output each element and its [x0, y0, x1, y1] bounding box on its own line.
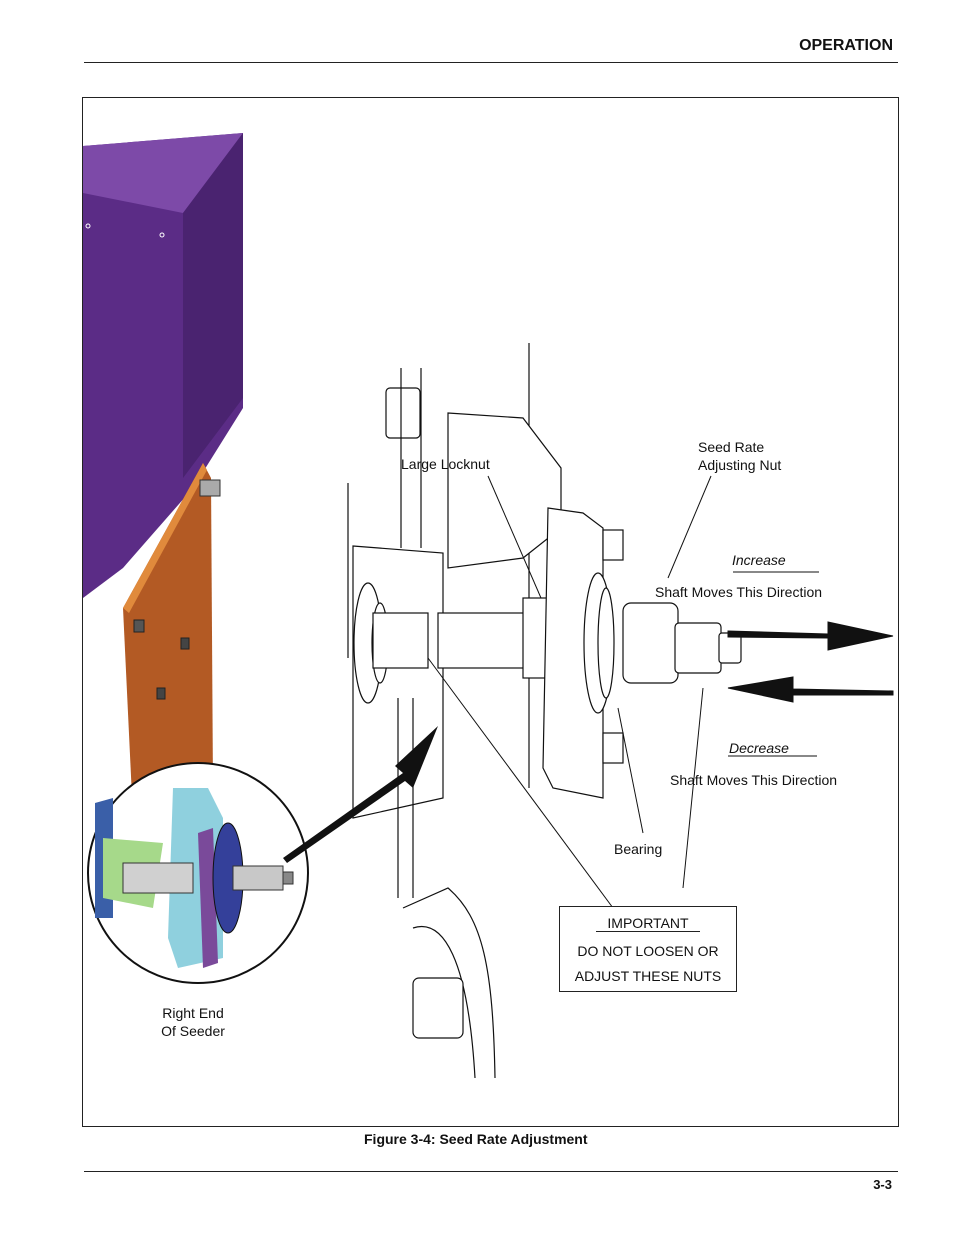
- page-number: 3-3: [873, 1177, 892, 1192]
- hopper-body: [83, 133, 243, 598]
- label-underlines: [728, 571, 819, 757]
- important-heading: IMPORTANT: [607, 915, 689, 931]
- right-end-label-line1: Right End: [162, 1005, 224, 1021]
- figure-caption: Figure 3-4: Seed Rate Adjustment: [364, 1131, 588, 1147]
- important-notice: IMPORTANT DO NOT LOOSEN OR ADJUST THESE …: [559, 906, 737, 992]
- section-title: OPERATION: [799, 37, 893, 54]
- decrease-label: Decrease: [729, 740, 789, 756]
- header-rule: [84, 62, 898, 63]
- important-line2: ADJUST THESE NUTS: [574, 968, 722, 984]
- side-panel: [123, 463, 221, 828]
- right-end-label-line2: Of Seeder: [161, 1023, 225, 1039]
- leader-lines: [427, 475, 712, 909]
- important-line1: DO NOT LOOSEN OR: [577, 943, 719, 959]
- increase-direction-label: Shaft Moves This Direction: [655, 584, 823, 600]
- direction-arrows: [283, 621, 894, 863]
- shaft-assembly: [347, 343, 742, 1079]
- decrease-direction-label: Shaft Moves This Direction: [670, 772, 838, 788]
- bearing-label: Bearing: [614, 841, 663, 857]
- seed-rate-illustration: [83, 133, 894, 1079]
- large-locknut-label: Large Locknut: [401, 456, 490, 472]
- seed-rate-label-line2: Adjusting Nut: [698, 457, 782, 473]
- important-underline: [596, 931, 700, 932]
- seed-rate-label-line1: Seed Rate: [698, 439, 765, 455]
- increase-label: Increase: [732, 552, 786, 568]
- figure-frame: Large Locknut Seed Rate Adjusting Nut In…: [82, 97, 899, 1127]
- detail-magnifier: [87, 762, 309, 984]
- footer-rule: [84, 1171, 898, 1172]
